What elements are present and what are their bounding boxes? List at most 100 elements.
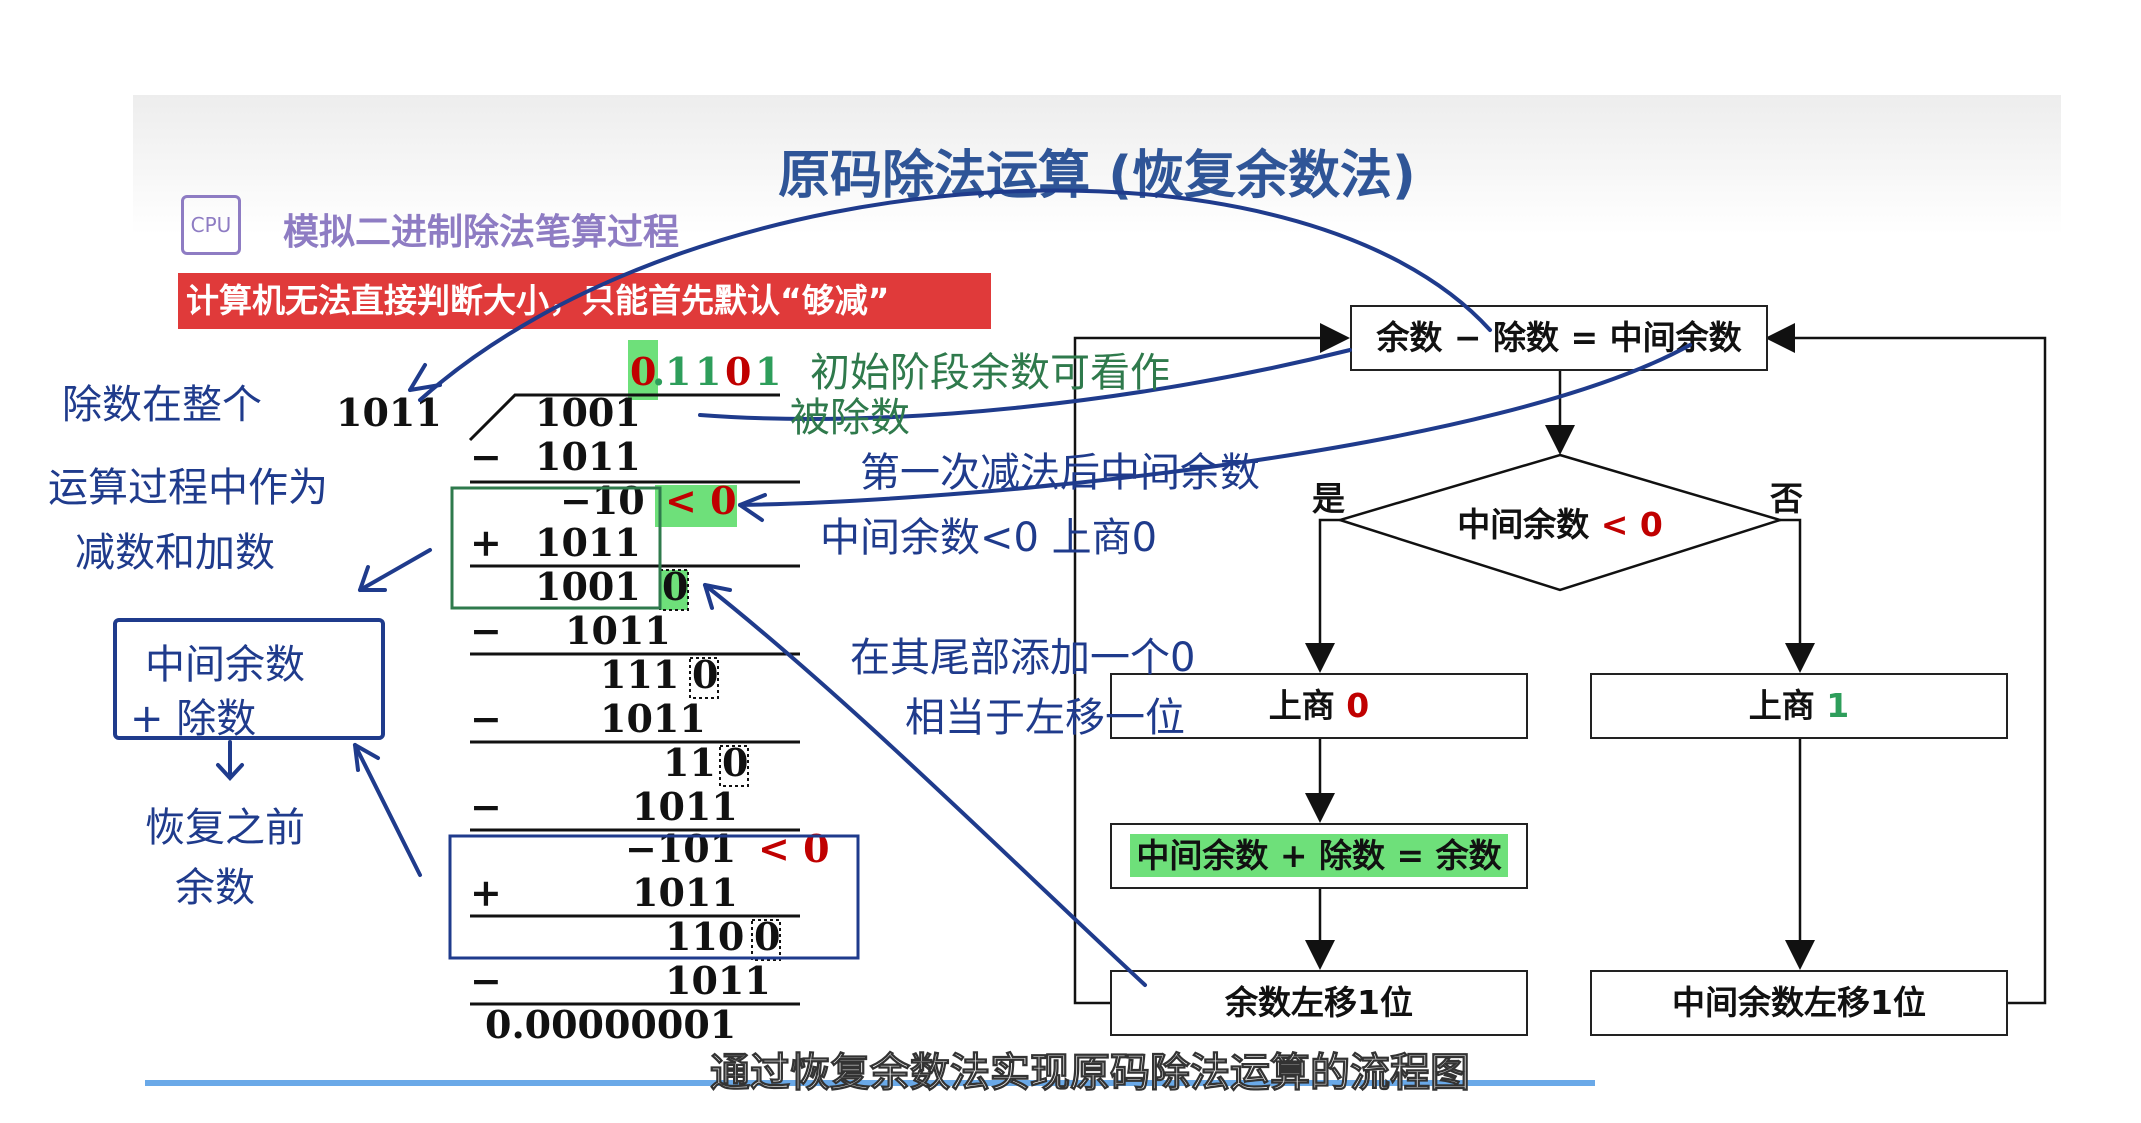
- shift-intermediate-box: 中间余数左移1位: [1590, 970, 2008, 1036]
- arrowhead: [408, 363, 442, 392]
- neg-note: 中间余数<0 上商0: [820, 515, 1158, 561]
- row-op: −: [470, 434, 502, 479]
- restore-formula: 中间余数 + 除数 = 余数: [1130, 834, 1508, 877]
- row-op: +: [470, 870, 502, 915]
- decision-diamond: [1335, 453, 1785, 592]
- dividend: 1001: [535, 390, 641, 435]
- slide-title: 原码除法运算 (恢复余数法): [778, 146, 1416, 206]
- row-value: 1011: [665, 958, 771, 1003]
- arrow-restore: [353, 743, 422, 877]
- divisor-note-line: 除数在整个: [62, 382, 262, 428]
- video-caption: 通过恢复余数法实现原码除法运算的流程图: [710, 1050, 1471, 1097]
- appended-digit: 0: [722, 740, 748, 785]
- restore-note-line: 余数: [175, 865, 255, 911]
- note-box: [113, 618, 385, 740]
- row-value: 11: [663, 740, 716, 785]
- box-note-line: 中间余数: [145, 642, 305, 688]
- restore-term: 除数: [1319, 836, 1385, 875]
- division-bracket: [468, 393, 780, 442]
- restore-term: 余数: [1435, 836, 1502, 875]
- row-value: −101: [625, 826, 736, 871]
- restore-box-blue: [448, 834, 860, 960]
- row-op: −: [470, 784, 502, 829]
- row-value: 1001: [535, 564, 641, 609]
- yes-arrow: [1305, 518, 1340, 673]
- neg-highlight: [655, 485, 737, 527]
- quotient: 0 . 1 1 0 1: [630, 349, 781, 394]
- arrow-append: [703, 583, 1147, 987]
- equals-sign: =: [1570, 318, 1599, 357]
- appended-zero-box: [689, 657, 719, 699]
- first-sub-note: 第一次减法后中间余数: [860, 450, 1260, 496]
- no-label: 否: [1770, 479, 1803, 518]
- arrow-first-sub: [738, 343, 1692, 507]
- quotient-digit: 0: [1346, 686, 1370, 725]
- row-value: −10: [560, 478, 645, 523]
- arrow-initial: [698, 348, 1352, 421]
- slide-header-fade: [133, 95, 2061, 235]
- plus-sign: +: [1279, 836, 1308, 875]
- arrowhead: [738, 493, 767, 522]
- slide: 原码除法运算 (恢复余数法) CPU 模拟二进制除法笔算过程 计算机无法直接判断…: [133, 95, 2061, 1085]
- quotient-digit: 0: [630, 349, 656, 394]
- quotient-point: .: [652, 349, 665, 394]
- row-value: 1011: [565, 608, 671, 653]
- row-value: 1011: [535, 520, 641, 565]
- initial-note-line: 初始阶段余数可看作: [810, 350, 1170, 396]
- remainder-label: 余数: [1376, 318, 1443, 357]
- restore-term: 中间余数: [1136, 836, 1269, 875]
- quotient-digit: 0: [725, 349, 751, 394]
- row-op: −: [470, 608, 502, 653]
- box-note-line: + 除数: [130, 696, 257, 742]
- minus-sign: −: [1453, 318, 1482, 357]
- equals-sign: =: [1396, 836, 1425, 875]
- divisor-label: 除数: [1493, 318, 1559, 357]
- append-note-line: 在其尾部添加一个0: [850, 635, 1196, 681]
- append-highlight: [660, 570, 688, 610]
- decision-label: 中间余数: [1457, 505, 1590, 544]
- divisor-note-line: 减数和加数: [75, 530, 275, 576]
- slide-subtitle: 模拟二进制除法笔算过程: [283, 212, 680, 253]
- quotient-one-box: 上商 1: [1590, 673, 2008, 739]
- shift-remainder-box: 余数左移1位: [1110, 970, 1528, 1036]
- quotient-highlight: [628, 340, 658, 400]
- quotient-zero-box: 上商 0: [1110, 673, 1528, 739]
- append-note-line: 相当于左移一位: [905, 695, 1185, 741]
- row-op: +: [470, 520, 502, 565]
- row-suffix: < 0: [758, 826, 830, 871]
- yes-label: 是: [1312, 479, 1345, 518]
- quotient-label: 上商: [1268, 686, 1335, 725]
- initial-note-line: 被除数: [790, 395, 910, 441]
- row-value: 111: [600, 652, 679, 697]
- decision-text: 中间余数 < 0: [1440, 498, 1680, 546]
- arrow-divisor: [418, 188, 1492, 402]
- row-value: 1011: [632, 870, 738, 915]
- left-loop-arrow: [1073, 323, 1350, 1005]
- appended-zero-box: [719, 745, 749, 787]
- row-op: −: [470, 958, 502, 1003]
- appended-digit: 0: [692, 652, 718, 697]
- appended-zero-box: [751, 919, 781, 961]
- arrow-to-box: [358, 548, 432, 592]
- row-value: 1011: [600, 696, 706, 741]
- division-rows: 1011 1001 − 1011 −10 < 0 + 1011 1001 0 −…: [336, 390, 830, 1047]
- video-progress-bar[interactable]: [145, 1080, 1595, 1086]
- decision-condition: < 0: [1600, 505, 1663, 544]
- arrow-down: [216, 740, 244, 781]
- divisor-note-line: 运算过程中作为: [48, 465, 328, 511]
- row-op: −: [470, 696, 502, 741]
- quotient-digit: 1: [665, 349, 691, 394]
- row-suffix: < 0: [665, 478, 737, 523]
- appended-digit: 0: [662, 564, 688, 609]
- arrowhead: [703, 583, 732, 610]
- quotient-digit: 1: [755, 349, 781, 394]
- row-value: 1011: [535, 434, 641, 479]
- restore-box-green: [450, 486, 662, 610]
- right-loop-arrow: [1765, 323, 2047, 1005]
- arrowhead: [358, 565, 387, 592]
- restore-box: 中间余数 + 除数 = 余数: [1110, 823, 1528, 889]
- no-arrow: [1780, 518, 1815, 673]
